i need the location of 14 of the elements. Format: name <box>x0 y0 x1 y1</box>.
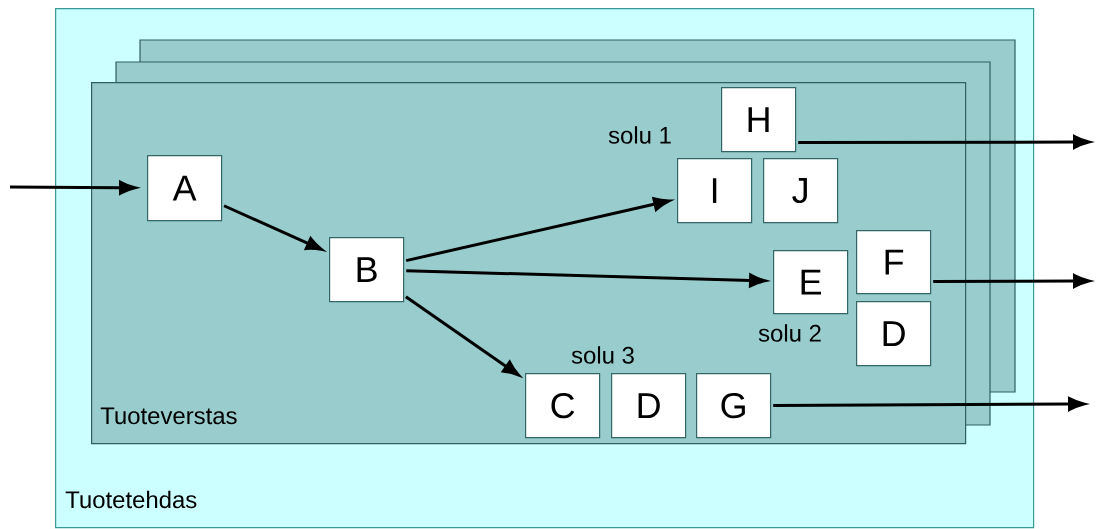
step-box: H <box>721 87 797 153</box>
step-box: E <box>773 250 849 315</box>
step-box: A <box>147 155 223 222</box>
cell-label: solu 3 <box>571 346 634 364</box>
step-box: G <box>696 373 772 439</box>
step-box: F <box>856 230 932 295</box>
cell-label: solu 2 <box>758 324 821 342</box>
step-box: B <box>329 237 405 303</box>
step-box: I <box>677 158 753 224</box>
step-box: C <box>525 373 601 439</box>
step-box: D <box>611 373 687 439</box>
step-box: J <box>763 158 839 224</box>
cell-label: solu 1 <box>608 126 671 144</box>
step-box: D <box>856 301 932 367</box>
